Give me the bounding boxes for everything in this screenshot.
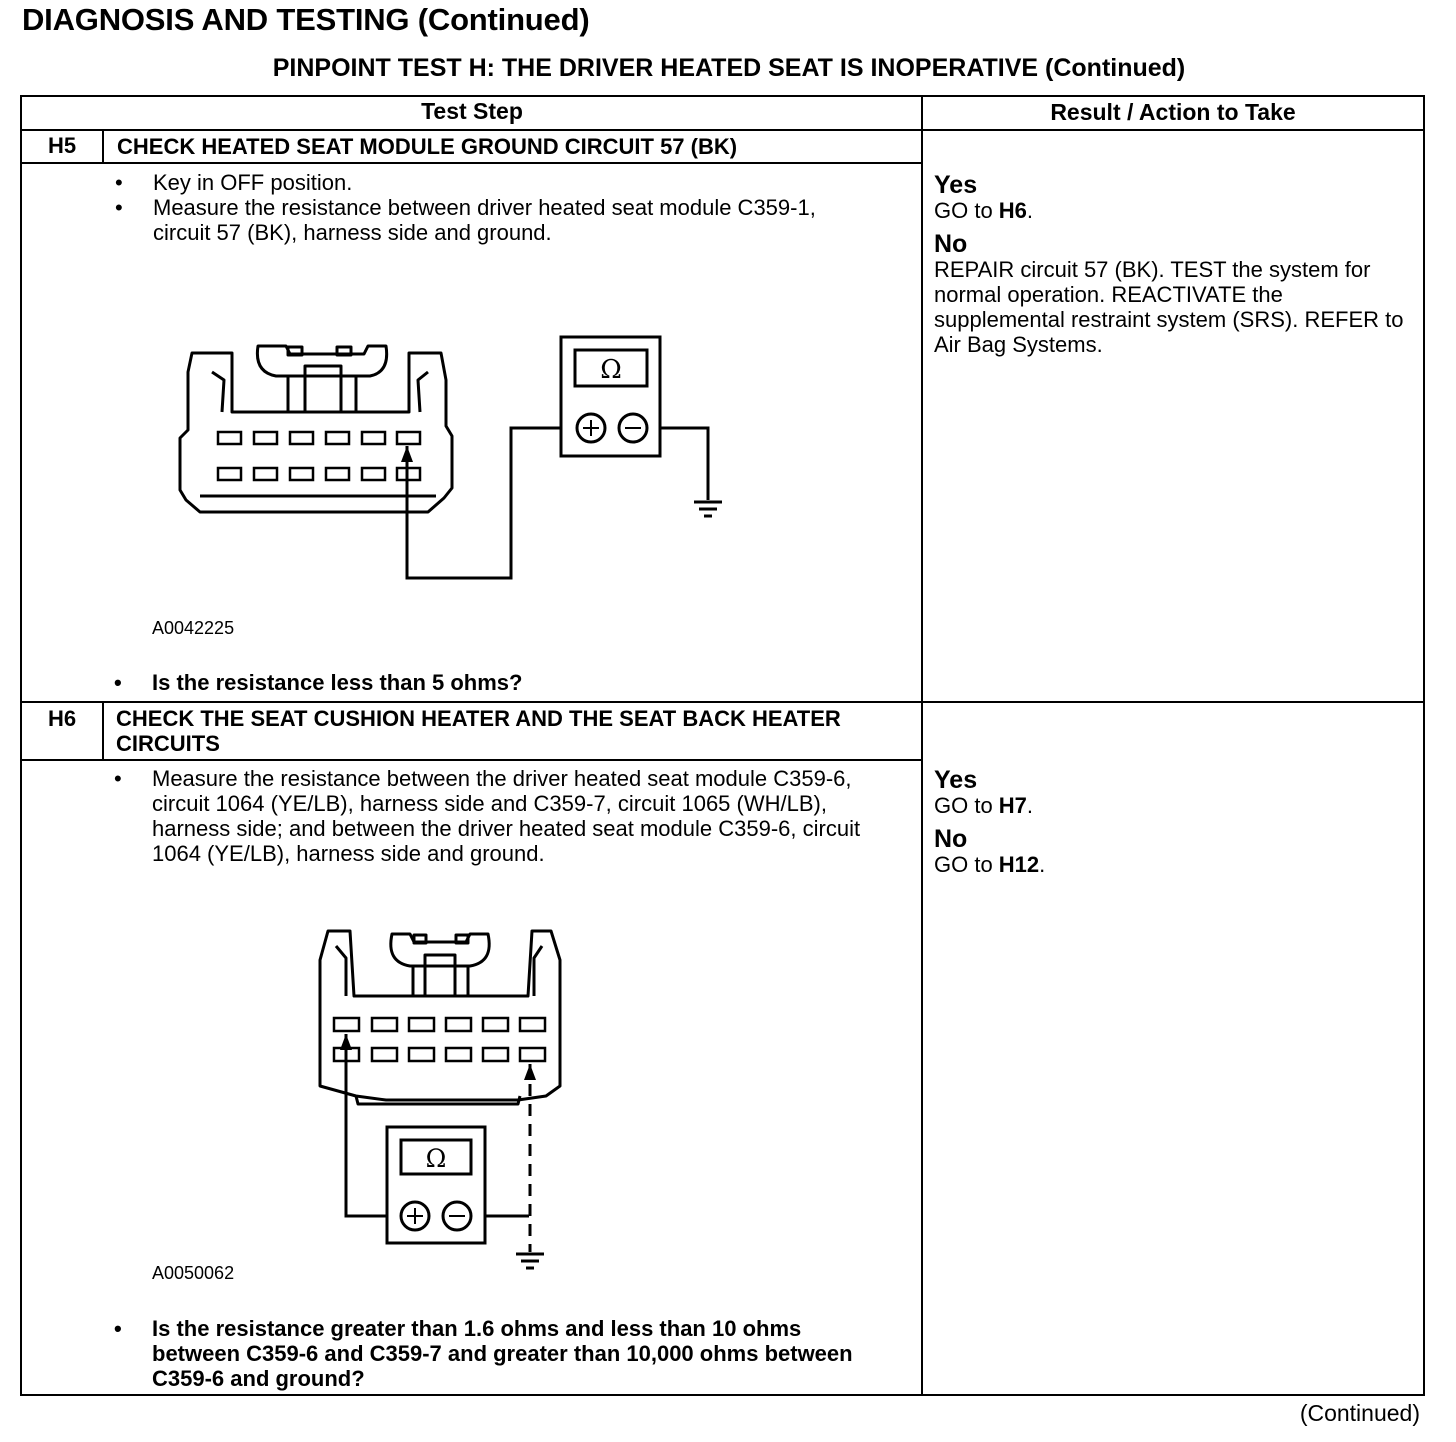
figure-id-h6: A0050062 (152, 1263, 235, 1283)
result-no-label: No (934, 230, 968, 258)
figure-id-h5: A0042225 (152, 618, 235, 638)
instruction-item: Measure the resistance between the drive… (114, 766, 882, 866)
result-yes-action: GO to H6. (934, 198, 1034, 223)
step-id-h5: H5 (47, 133, 77, 158)
instruction-list-h5: Key in OFF position. Measure the resista… (115, 170, 893, 245)
instruction-item: Key in OFF position. (115, 170, 893, 195)
result-yes-label: Yes (934, 171, 978, 199)
step-link-h7[interactable]: H7 (998, 793, 1027, 818)
result-no-action: REPAIR circuit 57 (BK). TEST the system … (934, 257, 1404, 357)
instruction-item: Measure the resistance between driver he… (115, 195, 843, 245)
instruction-list-h6: Measure the resistance between the drive… (114, 766, 882, 866)
question-h5: Is the resistance less than 5 ohms? (114, 670, 892, 695)
ohm-symbol: Ω (426, 1144, 447, 1173)
step-link-h6[interactable]: H6 (998, 198, 1027, 223)
step-id-h6: H6 (47, 706, 77, 731)
result-h6: Yes GO to H7. No GO to H12. (934, 767, 1416, 885)
result-h5: Yes GO to H6. No REPAIR circuit 57 (BK).… (934, 172, 1416, 365)
ohm-symbol: Ω (600, 355, 622, 385)
result-yes-label: Yes (934, 766, 978, 794)
column-header-result: Result / Action to Take (1050, 99, 1296, 125)
result-yes-action: GO to H7. (934, 793, 1034, 818)
result-no-label: No (934, 825, 968, 853)
result-no-action: GO to H12. (934, 852, 1046, 877)
section-title: DIAGNOSIS AND TESTING (Continued) (22, 2, 590, 37)
column-header-test-step: Test Step (421, 98, 523, 124)
continued-footer: (Continued) (1299, 1400, 1420, 1426)
step-link-h12[interactable]: H12 (998, 852, 1040, 877)
step-title-h6: CHECK THE SEAT CUSHION HEATER AND THE SE… (116, 706, 841, 756)
step-title-h5: CHECK HEATED SEAT MODULE GROUND CIRCUIT … (117, 134, 738, 159)
question-h6: Is the resistance greater than 1.6 ohms … (114, 1316, 872, 1391)
pinpoint-test-title: PINPOINT TEST H: THE DRIVER HEATED SEAT … (272, 54, 1186, 82)
